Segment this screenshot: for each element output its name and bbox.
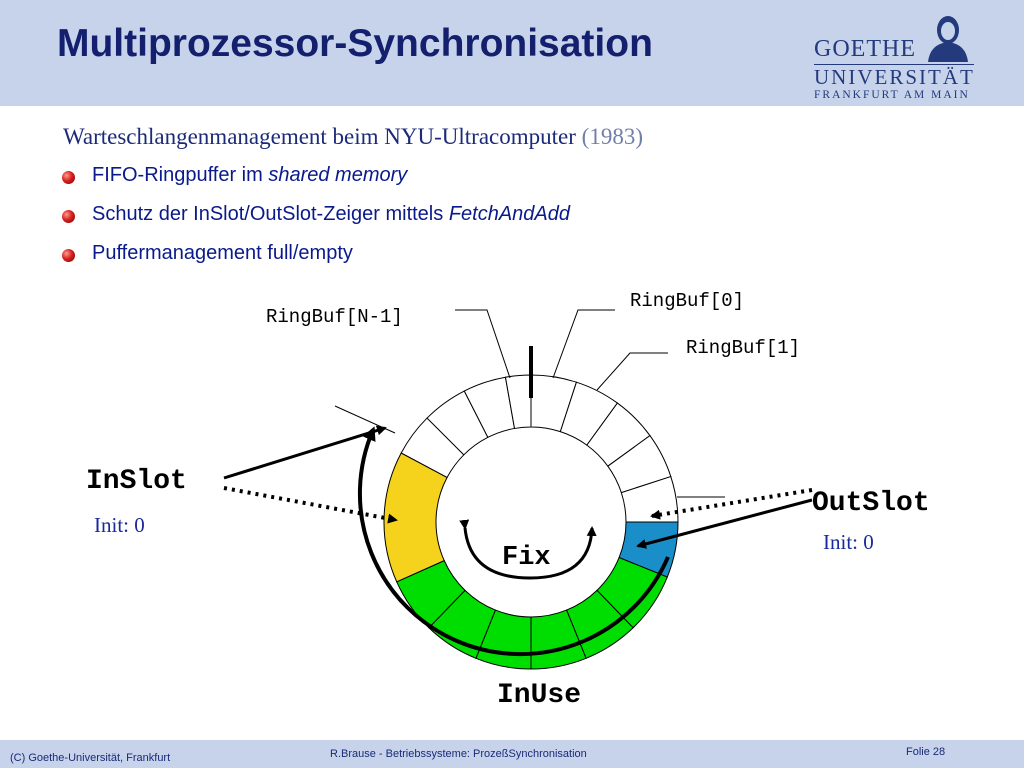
bullet-italic: FetchAndAdd [448, 203, 571, 225]
slide-title: Multiprozessor-Synchronisation [57, 22, 653, 65]
inslot-init-label: Init: 0 [94, 513, 145, 537]
inslot-dotted-arrow [223, 486, 398, 524]
inslot-arrow [223, 425, 387, 480]
bullet-text: Schutz der InSlot/OutSlot-Zeiger mittels [92, 203, 449, 225]
outslot-dotted-arrow [650, 488, 813, 520]
footer-copyright: (C) Goethe-Universität, Frankfurt [10, 752, 171, 764]
header-bar: Multiprozessor-Synchronisation GOETHE UN… [0, 0, 1024, 106]
ringbuf-last-label: RingBuf[N-1] [266, 306, 403, 328]
slide-subtitle: Warteschlangenmanagement beim NYU-Ultrac… [63, 124, 643, 150]
bullet-italic: shared memory [268, 164, 408, 186]
inuse-label: InUse [497, 680, 581, 711]
logo-text-frankfurt: FRANKFURT AM MAIN [814, 89, 970, 101]
ringbuf-last-leader [455, 309, 511, 379]
ringbuf-0-label: RingBuf[0] [630, 290, 744, 312]
university-logo: GOETHE UNIVERSITÄT FRANKFURT AM MAIN [808, 10, 978, 102]
ringbuf-1-leader [596, 352, 668, 391]
ring-segments [383, 374, 679, 670]
bullet-text: FIFO-Ringpuffer im [92, 164, 269, 186]
fix-label: Fix [502, 543, 551, 573]
bullet-icon [62, 210, 75, 223]
ringbuf-1-label: RingBuf[1] [686, 337, 800, 359]
fix-arc [459, 519, 597, 580]
footer-slide-number: Folie 28 [906, 746, 946, 758]
ring-buffer-diagram: RingBuf[N-1] RingBuf[0] RingBuf[1] InSlo… [86, 290, 930, 711]
outslot-label: OutSlot [812, 488, 930, 519]
subtitle-text: Warteschlangenmanagement beim NYU-Ultrac… [63, 124, 576, 149]
subtitle-year: (1983) [581, 124, 643, 149]
goethe-portrait-icon [928, 16, 968, 62]
outslot-init-label: Init: 0 [823, 530, 874, 554]
bullet-text: Puffermanagement full/empty [92, 242, 353, 264]
inslot-boundary-tick [334, 405, 396, 434]
footer-bar: (C) Goethe-Universität, Frankfurt R.Brau… [0, 740, 1024, 768]
bullet-icon [62, 249, 75, 262]
footer-course: R.Brause - Betriebssysteme: ProzeßSynchr… [330, 748, 587, 760]
outslot-arrow [636, 498, 813, 549]
bullet-icon [62, 171, 75, 184]
inslot-label: InSlot [86, 466, 187, 497]
ring-slot-empty [504, 374, 532, 430]
ringbuf-0-leader [552, 309, 615, 379]
logo-divider [814, 64, 974, 65]
logo-text-goethe: GOETHE [814, 36, 916, 62]
logo-text-universitaet: UNIVERSITÄT [814, 65, 975, 89]
inuse-arc [357, 426, 670, 657]
